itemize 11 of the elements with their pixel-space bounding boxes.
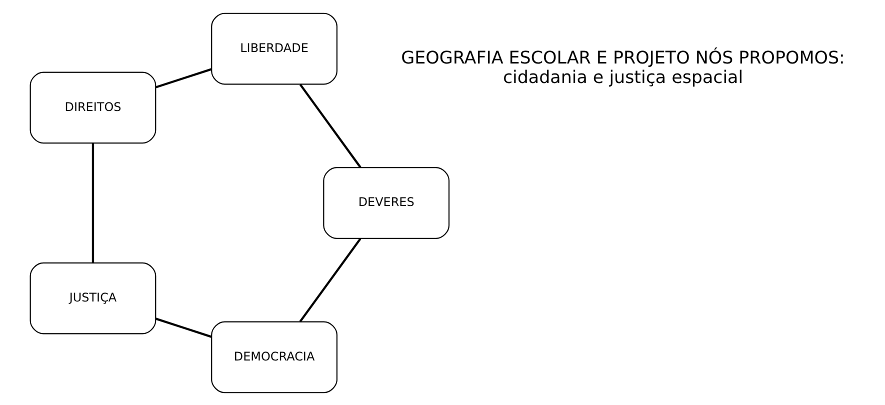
connector <box>298 83 361 168</box>
connector <box>91 142 94 262</box>
node-box: JUSTIÇA <box>29 262 156 334</box>
node-box: DEVERES <box>322 166 450 238</box>
connector <box>154 317 212 338</box>
node-box: DEMOCRACIA <box>210 320 337 393</box>
connector <box>155 68 212 88</box>
connector <box>298 238 361 322</box>
label: GEOGRAFIA ESCOLAR E PROJETO NÓS PROPOMOS: cidadania e justiça espacial <box>400 48 844 88</box>
node-box: LIBERDADE <box>210 12 337 84</box>
node-box: DIREITOS <box>29 71 156 144</box>
